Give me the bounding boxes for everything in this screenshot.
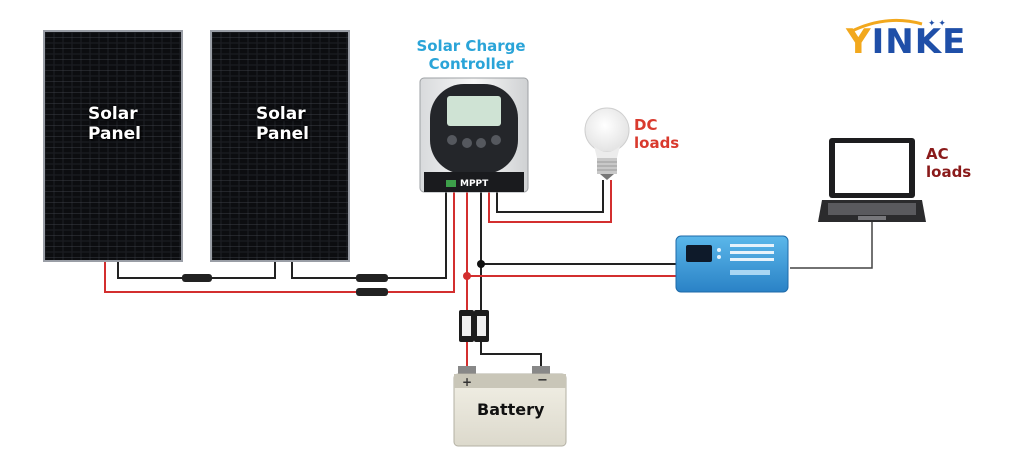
solar-panel-1 <box>43 30 183 262</box>
svg-text:✦ ✦: ✦ ✦ <box>928 19 946 29</box>
battery-plus-label: + <box>462 375 473 389</box>
battery <box>453 366 567 447</box>
inverter <box>675 235 789 293</box>
charge-controller-label: Solar Charge Controller <box>416 37 526 73</box>
logo-arc-icon: ✦ ✦ <box>849 18 946 34</box>
yinke-logo: YINKE <box>846 22 966 62</box>
junction-negative <box>477 260 485 268</box>
laptop-icon <box>818 138 926 222</box>
wire-dc-load-negative <box>496 180 604 213</box>
light-bulb-icon <box>584 107 630 180</box>
battery-label: Battery <box>477 400 545 419</box>
mc4-connector <box>356 274 388 282</box>
logo-rest-letters: INKE <box>871 22 967 62</box>
wires <box>104 180 873 366</box>
solar-panel-1-label: Solar Panel <box>88 104 141 145</box>
mc4-connector <box>182 274 212 282</box>
junction-positive <box>463 272 471 280</box>
solar-panel-2 <box>210 30 350 262</box>
wire-fuse-battery-negative <box>480 342 542 366</box>
mc4-connector <box>356 288 388 296</box>
dc-loads-label: DC loads <box>634 116 680 152</box>
charge-controller: MPPT <box>419 77 529 193</box>
wire-ac-output <box>790 222 873 269</box>
ac-loads-label: AC loads <box>926 145 972 181</box>
wire-dc-load-positive <box>488 180 612 223</box>
fuse-holders <box>459 310 489 342</box>
mppt-label: MPPT <box>460 179 489 189</box>
solar-panel-2-label: Solar Panel <box>256 104 309 145</box>
wire-array-positive <box>104 192 455 293</box>
battery-minus-label: − <box>537 373 548 388</box>
